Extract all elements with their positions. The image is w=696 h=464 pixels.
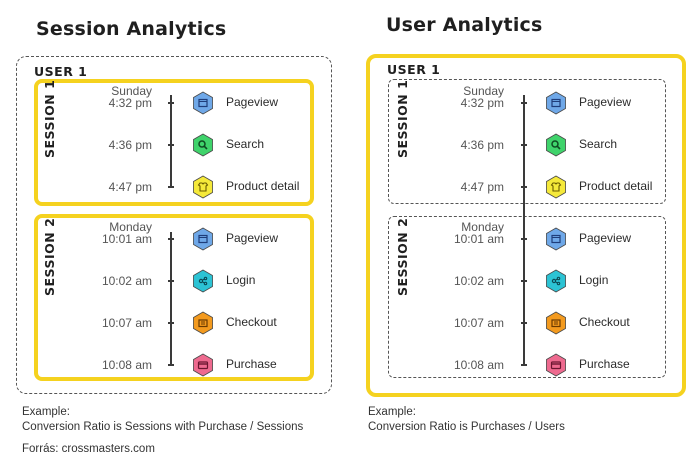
timeline-tick — [521, 364, 527, 366]
left-session-1-box — [34, 79, 314, 206]
left-session-2-label: SESSION 2 — [42, 217, 57, 296]
pageview-icon — [191, 91, 215, 115]
event-name: Login — [226, 273, 256, 287]
event-time: 10:02 am — [453, 274, 504, 288]
timeline-tick — [168, 364, 174, 366]
search-icon — [544, 133, 568, 157]
user-analytics-title: User Analytics — [386, 14, 543, 36]
timeline-tick — [168, 144, 174, 146]
event-name: Login — [579, 273, 609, 287]
event-day: Sunday — [111, 84, 152, 98]
login-icon — [191, 269, 215, 293]
login-icon — [544, 269, 568, 293]
event-name: Product detail — [579, 179, 653, 193]
event-time: 10:08 am — [101, 358, 152, 372]
checkout-icon — [191, 311, 215, 335]
event-time: 10:01 am — [453, 232, 504, 246]
event-name: Purchase — [579, 357, 630, 371]
right-session-2-label: SESSION 2 — [395, 217, 410, 296]
event-day: Monday — [109, 220, 152, 234]
event-time: 10:07 am — [453, 316, 504, 330]
event-time: 10:07 am — [101, 316, 152, 330]
event-name: Purchase — [226, 357, 277, 371]
timeline-tick — [168, 322, 174, 324]
timeline-tick — [521, 238, 527, 240]
event-name: Product detail — [226, 179, 300, 193]
left-example-label: Example: — [22, 406, 70, 418]
event-name: Pageview — [579, 231, 632, 245]
pageview-icon — [544, 91, 568, 115]
event-time: 10:01 am — [101, 232, 152, 246]
event-name: Checkout — [226, 315, 277, 329]
left-session-2-timeline — [170, 232, 172, 364]
right-example-label: Example: — [368, 406, 416, 418]
right-example-text: Conversion Ratio is Purchases / Users — [368, 421, 565, 433]
event-name: Pageview — [579, 95, 632, 109]
right-user-label: USER 1 — [387, 62, 441, 77]
event-time: 4:36 pm — [108, 138, 152, 152]
left-user-container — [16, 56, 332, 394]
right-example: Example: Conversion Ratio is Purchases /… — [368, 405, 565, 435]
timeline-tick — [168, 186, 174, 188]
event-time: 4:32 pm — [108, 96, 152, 110]
left-session-2-box — [34, 214, 314, 381]
right-session-1-box — [388, 79, 666, 204]
timeline-tick — [521, 280, 527, 282]
purchase-icon — [544, 353, 568, 377]
left-session-1-timeline — [170, 95, 172, 187]
search-icon — [191, 133, 215, 157]
timeline-tick — [521, 186, 527, 188]
session-analytics-title: Session Analytics — [36, 18, 227, 40]
source-credit: Forrás: crossmasters.com — [22, 443, 155, 455]
event-time: 4:47 pm — [108, 180, 152, 194]
event-time: 10:02 am — [101, 274, 152, 288]
purchase-icon — [191, 353, 215, 377]
left-example: Example: Conversion Ratio is Sessions wi… — [22, 405, 303, 435]
checkout-icon — [544, 311, 568, 335]
event-day: Sunday — [463, 84, 504, 98]
left-example-text: Conversion Ratio is Sessions with Purcha… — [22, 421, 304, 433]
timeline-tick — [521, 102, 527, 104]
event-name: Search — [226, 137, 265, 151]
timeline-tick — [168, 280, 174, 282]
right-session-2-box — [388, 216, 666, 378]
event-time: 4:36 pm — [460, 138, 504, 152]
pageview-icon — [544, 227, 568, 251]
right-user-container — [366, 54, 686, 397]
shirt-icon — [191, 175, 215, 199]
left-session-1-label: SESSION 1 — [42, 79, 57, 158]
event-name: Search — [579, 137, 618, 151]
event-time: 4:47 pm — [460, 180, 504, 194]
event-time: 10:08 am — [453, 358, 504, 372]
timeline-tick — [168, 102, 174, 104]
event-time: 4:32 pm — [460, 96, 504, 110]
timeline-tick — [521, 322, 527, 324]
event-day: Monday — [461, 220, 504, 234]
event-name: Pageview — [226, 95, 279, 109]
right-user-timeline — [523, 95, 525, 364]
event-name: Pageview — [226, 231, 279, 245]
pageview-icon — [191, 227, 215, 251]
event-name: Checkout — [579, 315, 630, 329]
timeline-tick — [168, 238, 174, 240]
left-user-label: USER 1 — [34, 64, 88, 79]
shirt-icon — [544, 175, 568, 199]
timeline-tick — [521, 144, 527, 146]
right-session-1-label: SESSION 1 — [395, 79, 410, 158]
